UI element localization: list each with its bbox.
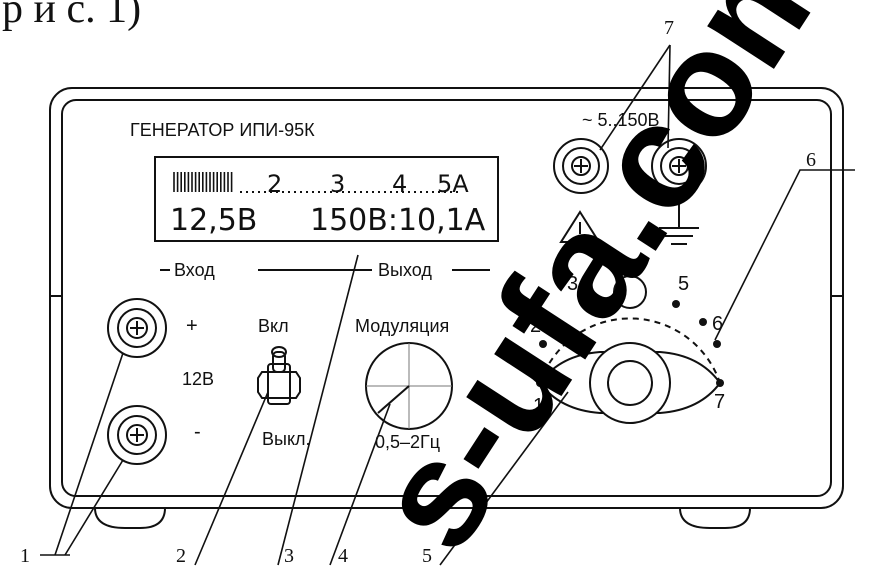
selector-dot xyxy=(713,340,721,348)
scale-label-2: 2 xyxy=(267,170,282,198)
selector-dot xyxy=(582,300,590,308)
dial-pos-3: 3 xyxy=(567,273,578,295)
leader-6 xyxy=(714,169,855,341)
selector-dot xyxy=(553,318,561,326)
leader-1a xyxy=(54,352,124,556)
modulation-label: Модуляция xyxy=(355,316,449,336)
device-title: ГЕНЕРАТОР ИПИ-95К xyxy=(130,120,315,140)
modulation-knob[interactable] xyxy=(365,342,453,430)
lcd-bar-graph xyxy=(173,172,233,192)
leader-2 xyxy=(194,391,269,566)
selector-dot xyxy=(699,318,707,326)
callout-6: 6 xyxy=(806,149,816,171)
selector-dashed-arc xyxy=(539,317,721,384)
selector-dot xyxy=(672,300,680,308)
leader-5 xyxy=(439,391,569,566)
dial-pos-6: 6 xyxy=(712,313,723,335)
leader-3 xyxy=(277,254,359,566)
dial-pos-1: 1 xyxy=(533,395,544,417)
dial-pos-2: 2 xyxy=(530,315,541,337)
minus-label: - xyxy=(194,421,201,443)
watermark-text: s-ufa.com xyxy=(341,0,868,569)
selector-top-indicator xyxy=(613,275,647,309)
callout-4: 4 xyxy=(338,545,348,567)
leader-1b xyxy=(64,459,124,556)
input-voltage-reading: 12,5В xyxy=(170,203,257,238)
selector-knob-inner xyxy=(607,360,653,406)
output-terminal-left[interactable] xyxy=(553,138,609,194)
device-foot-right xyxy=(679,507,751,529)
output-label: Выход xyxy=(378,260,432,280)
rotary-selector[interactable] xyxy=(536,275,724,424)
plus-label: + xyxy=(186,315,198,337)
selector-knob-outer xyxy=(589,342,671,424)
leader-7b xyxy=(667,44,671,149)
lcd-frame xyxy=(154,156,499,242)
callout-2: 2 xyxy=(176,545,186,567)
voltage-12-label: 12В xyxy=(182,369,214,389)
switch-off-label: Выкл. xyxy=(262,429,311,449)
callout-3: 3 xyxy=(284,545,294,567)
leader-lines xyxy=(40,44,855,566)
output-reading: 150В:10,1А xyxy=(310,203,486,238)
power-jack-minus[interactable] xyxy=(107,405,167,465)
callout-1: 1 xyxy=(20,545,30,567)
input-label: Вход xyxy=(174,260,215,280)
scale-label-3: 3 xyxy=(330,170,345,198)
device-foot-left xyxy=(94,507,166,529)
callout-5: 5 xyxy=(422,545,432,567)
device-body xyxy=(49,87,844,529)
leader-4 xyxy=(329,403,391,566)
dial-pos-5: 5 xyxy=(678,273,689,295)
callout-7: 7 xyxy=(664,17,674,39)
power-jack-plus[interactable] xyxy=(107,298,167,358)
frequency-label: 0,5–2Гц xyxy=(375,432,440,452)
power-toggle-switch[interactable] xyxy=(257,346,301,405)
warning-triangle-icon xyxy=(559,210,601,243)
leader-7a xyxy=(599,44,671,151)
lcd-display: 2 3 4 5А 12,5В 150В:10,1А xyxy=(154,156,499,242)
device-inner-frame xyxy=(61,99,832,497)
selector-dot xyxy=(539,340,547,348)
scale-label-4: 4 xyxy=(392,170,407,198)
ground-symbol-icon xyxy=(659,193,699,245)
top-caption: р и с. 1) xyxy=(2,0,141,32)
device-outer-frame xyxy=(49,87,844,509)
switch-on-label: Вкл xyxy=(258,316,289,336)
scale-label-5a: 5А xyxy=(437,170,469,198)
dial-pos-7: 7 xyxy=(714,391,725,413)
selector-knob-pointer xyxy=(538,351,722,414)
